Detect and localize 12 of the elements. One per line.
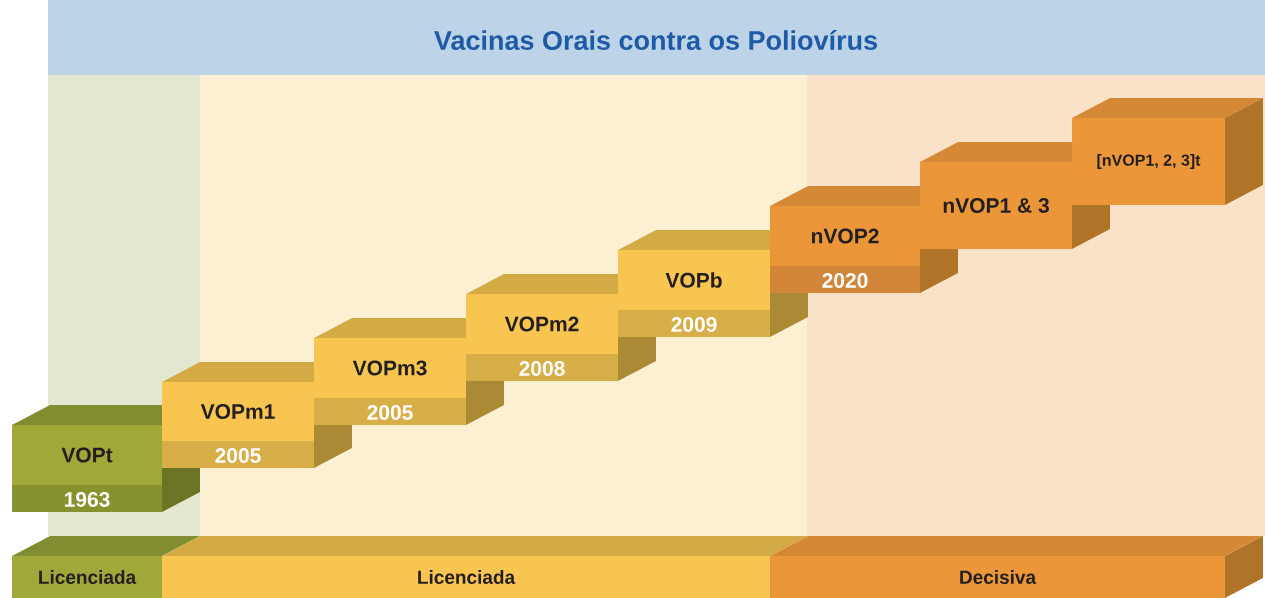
status-band: Licenciada xyxy=(12,536,200,598)
status-band: Decisiva xyxy=(770,536,1263,598)
title-banner: Vacinas Orais contra os Poliovírus xyxy=(48,0,1265,75)
node-label: 2008 xyxy=(519,361,565,376)
status-band: Licenciada xyxy=(162,536,808,598)
node-label: 2020 xyxy=(822,273,868,288)
node-label: 2005 xyxy=(215,448,261,463)
step-block: [nVOP1, 2, 3]t xyxy=(1072,98,1263,205)
node-label: nVOP2 xyxy=(811,228,879,244)
node-label: 2009 xyxy=(671,317,717,332)
node-label: 2005 xyxy=(367,405,413,420)
node-label: 1963 xyxy=(64,492,110,507)
